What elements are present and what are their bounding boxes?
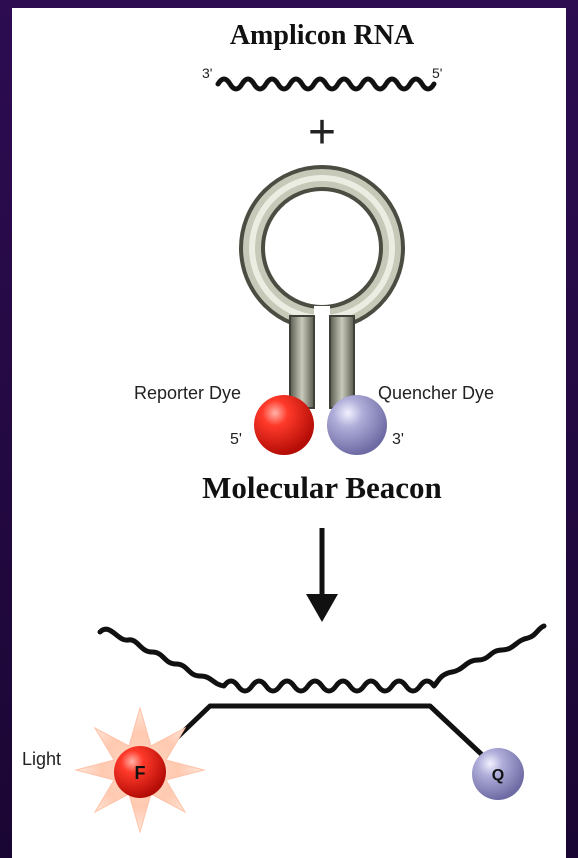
amplicon-strand xyxy=(218,79,434,89)
reporter-dye-ball xyxy=(254,395,314,455)
opened-probe-strand xyxy=(162,706,494,766)
light-label: Light xyxy=(22,749,61,769)
hybridized-amplicon-strand xyxy=(100,626,544,691)
reporter-dye-label: Reporter Dye xyxy=(134,383,241,403)
fluorophore-letter: F xyxy=(135,763,146,783)
beacon-title: Molecular Beacon xyxy=(202,470,442,505)
amplicon-left-end: 3' xyxy=(202,65,212,81)
down-arrow-icon xyxy=(306,528,338,622)
plus-sign: + xyxy=(308,106,336,159)
amplicon-right-end: 5' xyxy=(432,65,442,81)
quencher-end-label: 3' xyxy=(392,431,404,448)
quencher-dye-ball xyxy=(327,395,387,455)
amplicon-title: Amplicon RNA xyxy=(230,20,415,51)
hairpin-loop xyxy=(252,178,392,336)
quencher-letter: Q xyxy=(492,767,504,784)
quencher-dye-label: Quencher Dye xyxy=(378,383,494,403)
reporter-end-label: 5' xyxy=(230,431,242,448)
